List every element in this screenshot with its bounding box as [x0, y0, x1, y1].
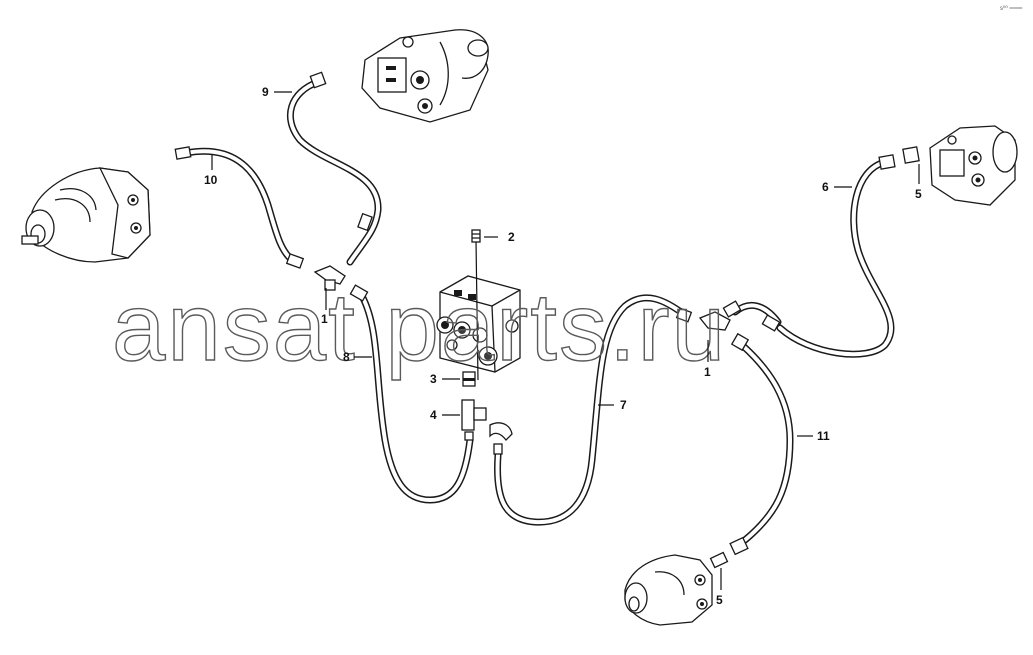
- elbow-fitting-right: [675, 300, 781, 352]
- valve-block: [436, 239, 521, 381]
- hydraulic-motor-left: [21, 167, 151, 263]
- callout-7: 7: [620, 398, 627, 412]
- hose-9: [286, 78, 382, 266]
- hydraulic-pump-top: [361, 29, 489, 123]
- callout-4: 4: [430, 408, 437, 422]
- callout-8: 8: [343, 350, 350, 364]
- hose-10: [182, 147, 296, 264]
- watermark-text: ansat parts.ru: [112, 274, 727, 381]
- callout-11: 11: [817, 429, 830, 443]
- hose-11: [738, 341, 794, 544]
- fitting-5-upper: [878, 146, 920, 170]
- hose-6: [776, 158, 895, 358]
- callout-10: 10: [204, 173, 218, 187]
- callout-5b: 5: [716, 593, 723, 607]
- elbow-fitting-left: [285, 253, 346, 291]
- fitting-5-lower: [709, 536, 749, 569]
- fitting-2: [471, 229, 481, 243]
- callout-6: 6: [822, 180, 829, 194]
- tee-fitting-4: [461, 399, 513, 455]
- hose-8: [358, 292, 474, 504]
- callout-1a: 1: [321, 312, 328, 326]
- corner-code: s⁰⁰ ═══: [1000, 5, 1023, 12]
- callout-5a: 5: [915, 187, 922, 201]
- fitting-hose-9-end: [309, 71, 373, 302]
- hose-7: [493, 294, 689, 526]
- callout-1b: 1: [704, 365, 711, 379]
- fitting-hose-10-end: [174, 146, 192, 160]
- callout-2: 2: [508, 230, 515, 244]
- callout-3: 3: [430, 372, 437, 386]
- callout-9: 9: [262, 85, 269, 99]
- fitting-3: [462, 371, 476, 387]
- hydraulic-pump-right: [929, 125, 1018, 206]
- hydraulic-motor-bottom: [624, 554, 713, 626]
